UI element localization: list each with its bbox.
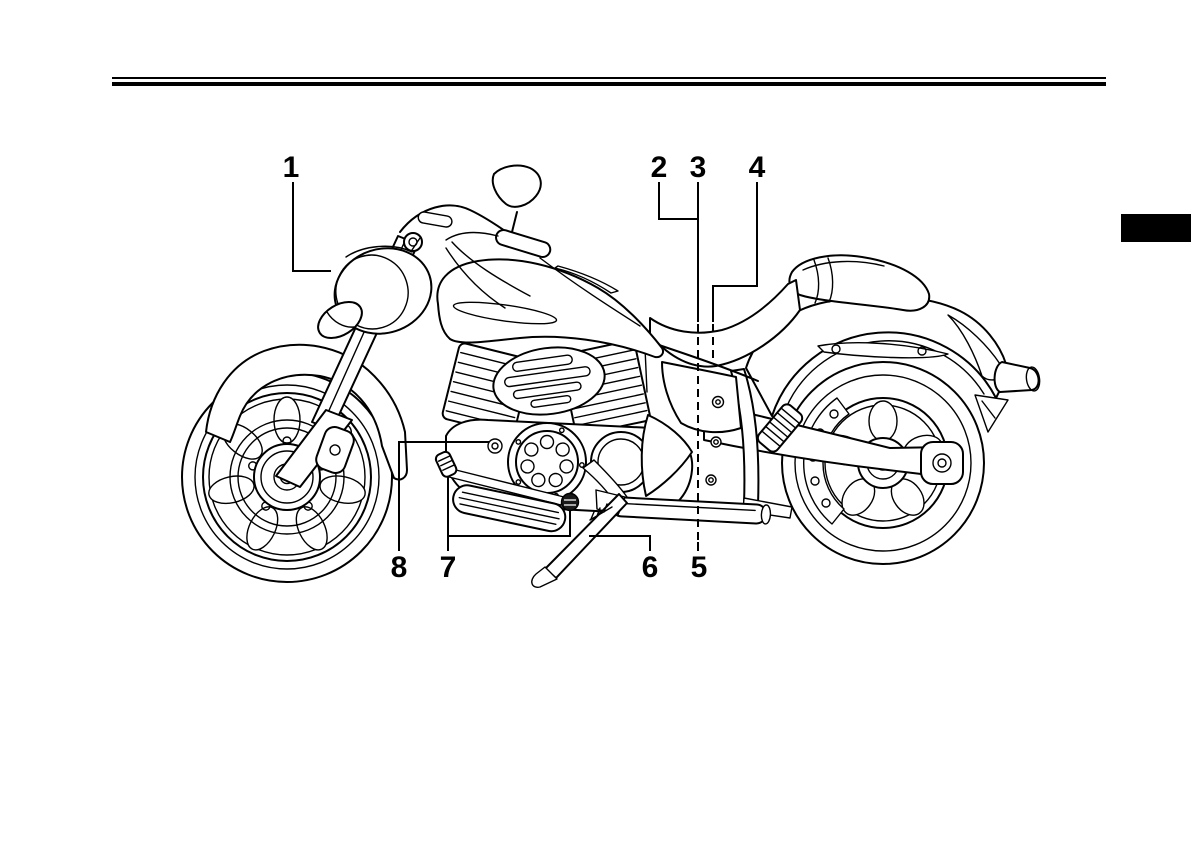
brake-caliper [315, 426, 355, 474]
callout-6-label: 6 [642, 551, 659, 584]
air-cleaner-cover [492, 346, 606, 416]
header-rule-thick [112, 82, 1106, 86]
throttle-grip [495, 229, 552, 259]
callout-8-label: 8 [391, 551, 408, 584]
fuel-tank [436, 258, 665, 359]
callout-1-label: 1 [283, 151, 300, 184]
callout-4: 4 [712, 151, 766, 358]
shift-pedal [434, 450, 580, 533]
brake-lever [445, 231, 499, 241]
steering-head [403, 232, 423, 252]
callout-4-leader [712, 182, 758, 322]
callout-1: 1 [283, 151, 331, 272]
pillion-pad [788, 254, 931, 312]
callout-5-label: 5 [691, 551, 708, 584]
callout-7-branch-leader [448, 511, 571, 537]
pedal-rear-peg [560, 492, 580, 512]
shock-absorber [756, 403, 804, 453]
section-tab-marker [1121, 214, 1191, 242]
callout-7: 7 [440, 476, 571, 584]
callout-2: 2 [651, 151, 697, 220]
callout-3: 3 [690, 151, 707, 542]
handlebar [399, 164, 641, 327]
control-cables [445, 241, 641, 327]
pedal-front-peg [434, 450, 458, 478]
crankcase-cover [507, 422, 587, 502]
callout-1-leader [292, 182, 331, 272]
mirror-stalk [511, 211, 518, 233]
swingarm [703, 402, 964, 485]
callouts: 1 2 3 4 5 6 [283, 151, 766, 584]
callout-8-leader [398, 441, 489, 551]
callout-5: 5 [691, 542, 708, 584]
sidestand [531, 489, 628, 588]
brake-disc [229, 419, 345, 535]
callout-4-label: 4 [749, 151, 766, 184]
engine-side-panel [640, 414, 693, 497]
exhaust [582, 459, 772, 525]
side-cover [644, 347, 742, 486]
callout-6: 6 [589, 535, 659, 584]
floorboard [452, 484, 567, 533]
header-rule-thin [112, 77, 1106, 79]
callout-8: 8 [391, 441, 489, 584]
rear-fender [745, 295, 1041, 433]
callout-2-leader [658, 182, 697, 220]
engine-bolt-callout8 [487, 438, 503, 454]
mirror [491, 164, 542, 208]
callout-7-label: 7 [440, 551, 457, 584]
callout-3-label: 3 [690, 151, 707, 184]
left-grip [417, 211, 453, 228]
callout-2-label: 2 [651, 151, 668, 184]
taillight [993, 361, 1041, 393]
turn-signal [317, 301, 363, 339]
fender-trim [817, 342, 949, 359]
callout-6-leader [589, 535, 651, 551]
